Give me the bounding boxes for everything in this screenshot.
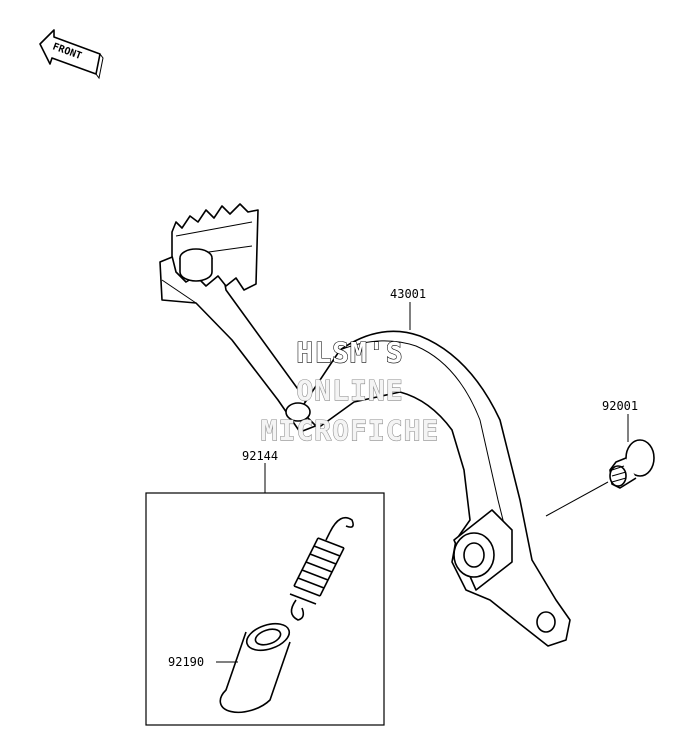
leader-92001-axis (545, 481, 609, 517)
return-spring-drawing (289, 516, 354, 621)
collar-drawing (219, 622, 291, 714)
part-label-43001: 43001 (390, 287, 426, 301)
part-label-92144: 92144 (242, 449, 278, 463)
watermark-line-2: ONLINE (296, 374, 403, 407)
pivot-bolt-drawing (609, 439, 655, 489)
part-label-92001: 92001 (602, 399, 638, 413)
watermark-line-3: MICROFICHE (261, 414, 440, 447)
brake-pedal-drawing (159, 203, 571, 647)
watermark-line-1: HLSM'S (296, 336, 403, 369)
part-label-92190: 92190 (168, 655, 204, 669)
front-arrow-icon: FRONT (39, 29, 104, 80)
